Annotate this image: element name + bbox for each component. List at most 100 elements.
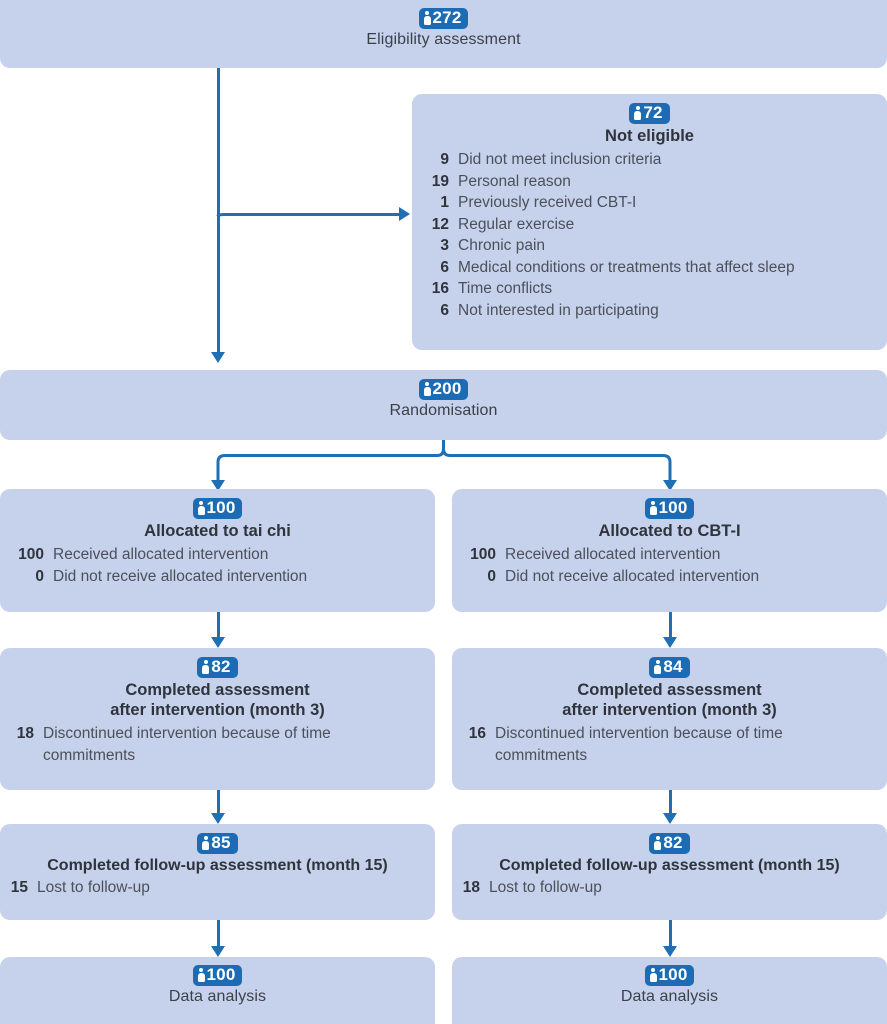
- list-item: 6 Medical conditions or treatments that a…: [420, 257, 879, 279]
- assessment-right-badge-wrap: 84: [460, 657, 879, 679]
- allocated-right-count: 100: [658, 498, 688, 517]
- assessment-right-count-badge: 84: [649, 657, 690, 678]
- reason-count: 6: [440, 301, 449, 319]
- followup-left-list: 15 Lost to follow-up: [6, 877, 429, 899]
- eligibility-count: 272: [432, 8, 462, 27]
- row-count: 0: [487, 567, 496, 585]
- arrowhead-to-followup-right: [663, 813, 677, 824]
- person-icon: [649, 501, 657, 515]
- node-followup-left: 85 Completed follow-up assessment (month…: [0, 824, 435, 920]
- arrowhead-to-not-eligible: [399, 207, 410, 221]
- assessment-left-badge-wrap: 82: [8, 657, 427, 679]
- connector-followup-right-to-analysis-right: [668, 920, 672, 948]
- row-count: 16: [468, 725, 486, 742]
- list-item: 19 Personal reason: [420, 171, 879, 193]
- row-label: Lost to follow-up: [489, 879, 602, 896]
- reason-label: Regular exercise: [458, 215, 575, 233]
- arrowhead-to-randomisation: [210, 352, 225, 363]
- assessment-right-title-line2: after intervention (month 3): [562, 701, 777, 719]
- list-item: 3 Chronic pain: [420, 235, 879, 257]
- person-icon: [634, 106, 642, 120]
- reason-label: Chronic pain: [458, 237, 546, 254]
- allocated-right-title: Allocated to CBT-I: [598, 522, 741, 540]
- node-data-analysis-right: 100 Data analysis: [452, 957, 887, 1024]
- row-label: Lost to follow-up: [37, 879, 150, 896]
- reason-label: Medical conditions or treatments that af…: [458, 258, 795, 276]
- connector-alloc-left-to-assess-left: [216, 612, 220, 639]
- row-label: Received allocated intervention: [505, 546, 721, 563]
- analysis-left-title: Data analysis: [168, 988, 267, 1005]
- eligibility-badge-wrap: 272: [14, 8, 873, 30]
- assessment-left-count: 82: [211, 657, 231, 676]
- reason-count: 3: [440, 237, 449, 254]
- eligibility-title: Eligibility assessment: [366, 31, 521, 48]
- row-label: Received allocated intervention: [53, 546, 269, 563]
- analysis-right-count: 100: [658, 965, 688, 984]
- node-assessment-right: 84 Completed assessment after interventi…: [452, 648, 887, 790]
- connector-eligibility-to-randomisation: [216, 68, 220, 354]
- person-icon: [654, 660, 662, 674]
- person-icon: [197, 968, 205, 982]
- reason-label: Time conflicts: [458, 280, 553, 297]
- arrowhead-to-assess-left: [211, 637, 225, 648]
- assessment-right-count: 84: [663, 657, 683, 676]
- allocated-right-badge-wrap: 100: [460, 498, 879, 520]
- analysis-right-badge-wrap: 100: [460, 965, 879, 987]
- randomisation-count-badge: 200: [418, 379, 469, 400]
- allocated-left-title: Allocated to tai chi: [144, 522, 291, 540]
- person-icon: [197, 501, 205, 515]
- not-eligible-title: Not eligible: [605, 127, 694, 145]
- followup-left-count-badge: 85: [197, 833, 238, 854]
- connector-assess-right-to-followup-right: [668, 790, 672, 816]
- reason-count: 12: [431, 215, 449, 233]
- arrowhead-to-followup-left: [211, 813, 225, 824]
- reason-label: Personal reason: [458, 172, 571, 190]
- reason-label: Did not meet inclusion criteria: [458, 151, 662, 168]
- node-followup-right: 82 Completed follow-up assessment (month…: [452, 824, 887, 920]
- row-count: 15: [10, 879, 28, 896]
- not-eligible-badge-wrap: 72: [420, 103, 879, 125]
- analysis-right-title: Data analysis: [620, 988, 719, 1005]
- list-item: 9 Did not meet inclusion criteria: [420, 149, 879, 171]
- allocated-left-count: 100: [206, 498, 236, 517]
- reason-count: 1: [440, 194, 449, 211]
- randomisation-badge-wrap: 200: [14, 379, 873, 401]
- followup-right-count-badge: 82: [649, 833, 690, 854]
- arrowhead-to-analysis-right: [663, 946, 677, 957]
- allocated-right-count-badge: 100: [644, 498, 695, 519]
- reason-label: Previously received CBT-I: [458, 194, 637, 211]
- row-count: 100: [18, 546, 44, 563]
- eligibility-count-badge: 272: [418, 8, 469, 29]
- arrowhead-to-alloc-left: [211, 480, 225, 491]
- node-eligibility-assessment: 272 Eligibility assessment: [0, 0, 887, 68]
- arrowhead-to-analysis-left: [211, 946, 225, 957]
- node-data-analysis-left: 100 Data analysis: [0, 957, 435, 1024]
- arrowhead-to-assess-right: [663, 637, 677, 648]
- reason-count: 6: [440, 258, 449, 276]
- not-eligible-count: 72: [643, 103, 663, 122]
- reason-count: 19: [431, 172, 449, 190]
- reason-count: 9: [440, 151, 449, 168]
- list-item: 15 Lost to follow-up: [6, 877, 429, 899]
- list-item: 1 Previously received CBT-I: [420, 192, 879, 214]
- allocated-left-count-badge: 100: [192, 498, 243, 519]
- not-eligible-reason-list: 9 Did not meet inclusion criteria 19 Perso…: [420, 149, 879, 321]
- randomisation-title: Randomisation: [389, 402, 498, 419]
- analysis-left-count-badge: 100: [192, 965, 243, 986]
- person-icon: [202, 660, 210, 674]
- assessment-left-title-line2: after intervention (month 3): [110, 701, 325, 719]
- node-randomisation: 200 Randomisation: [0, 370, 887, 440]
- analysis-right-count-badge: 100: [644, 965, 695, 986]
- person-icon: [423, 382, 431, 396]
